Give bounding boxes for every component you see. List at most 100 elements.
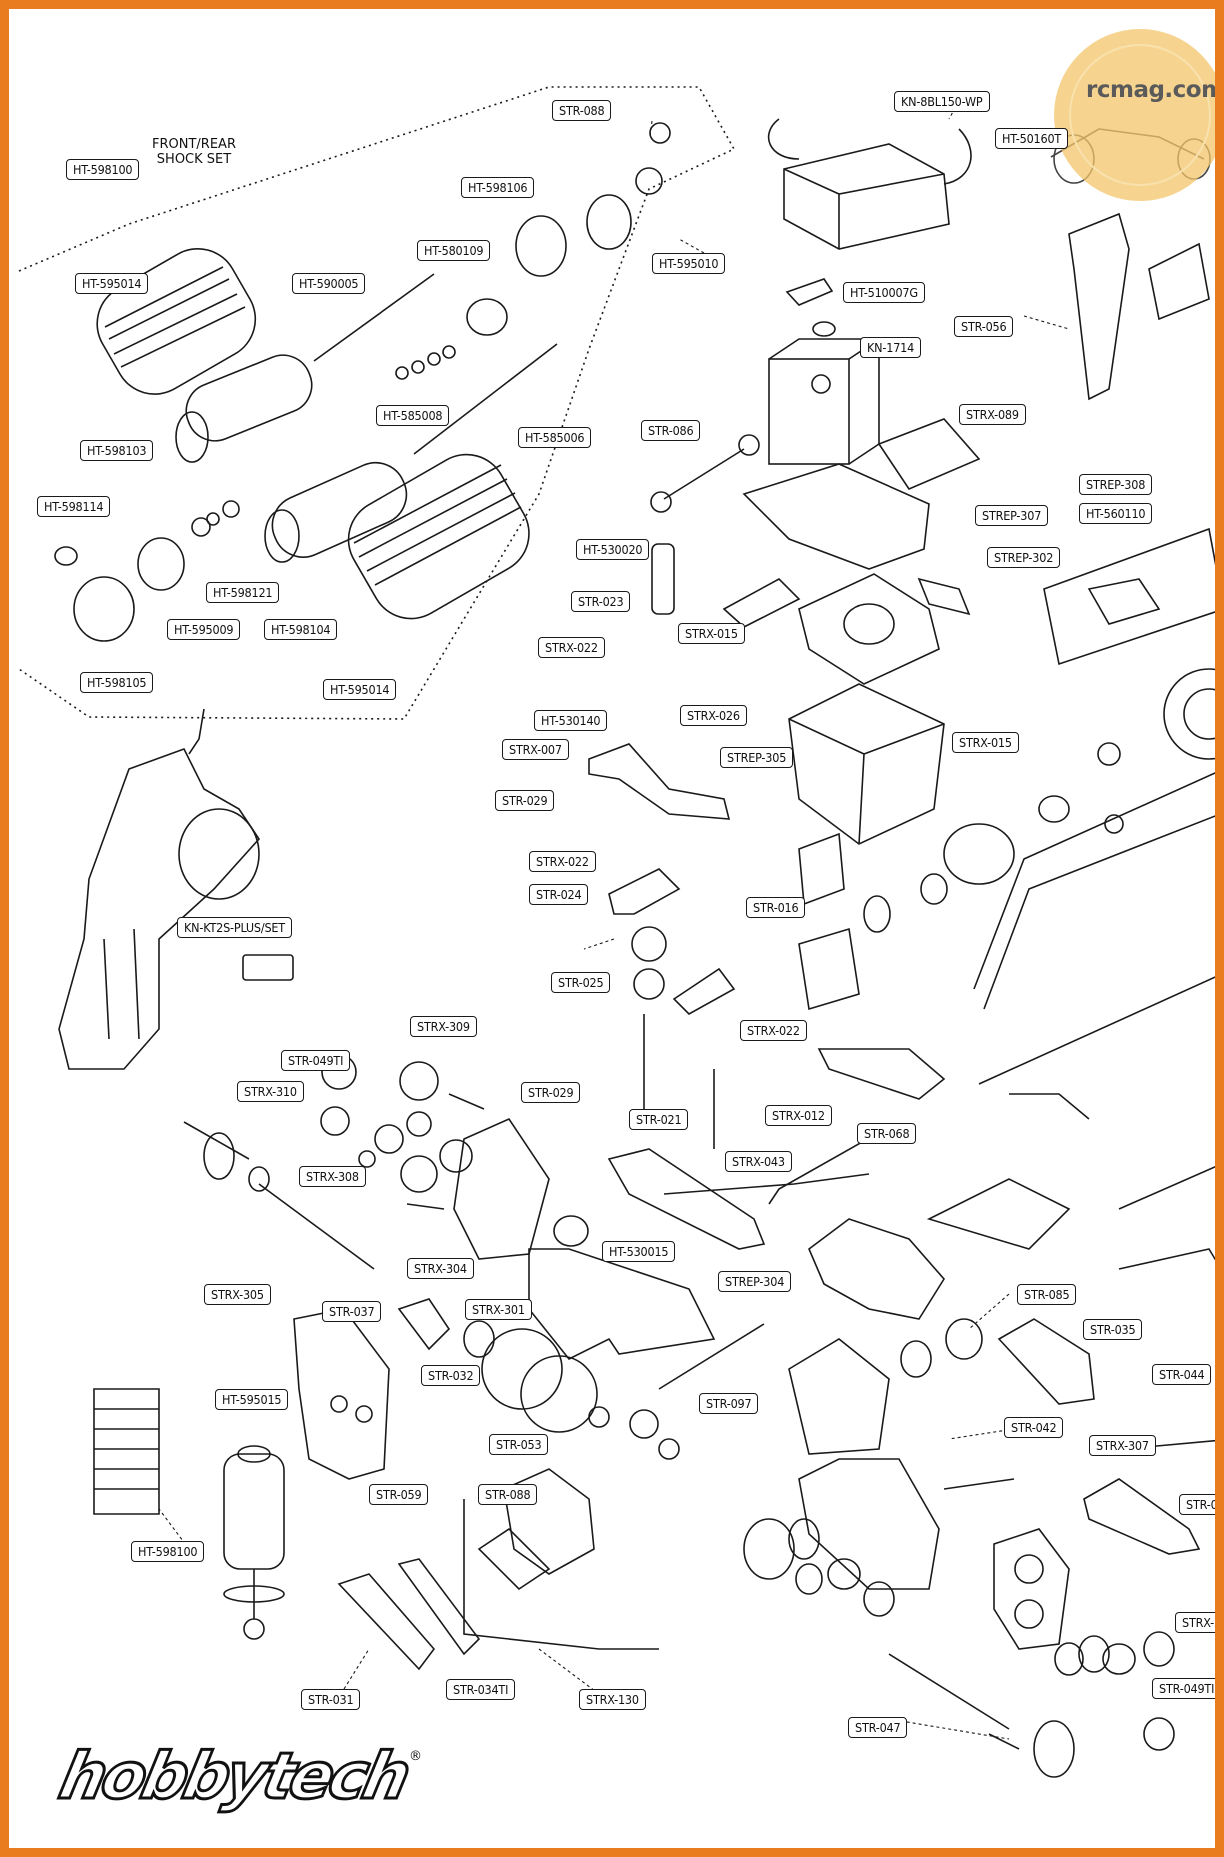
sway-bar: [463, 1499, 659, 1650]
part-label: HT-598121: [206, 582, 280, 603]
hub-pin: [406, 1203, 445, 1210]
hinge-pin: [768, 1123, 895, 1205]
part-label: HT-595014: [323, 679, 397, 700]
spur-gear-hub: [1183, 688, 1215, 740]
part-label: STR-049TI: [281, 1050, 351, 1071]
sway-bar-mount: [477, 1527, 551, 1591]
part-label: STRX-309: [410, 1016, 477, 1037]
servo-horn: [785, 278, 834, 306]
part-label: STR-056: [954, 316, 1014, 337]
hinge-pin: [943, 1478, 1015, 1490]
part-label: HT-585006: [518, 427, 592, 448]
bearing: [795, 1563, 823, 1595]
part-label: HT-595014: [75, 273, 149, 294]
hinge-pin: [658, 1323, 765, 1390]
bulkhead: [798, 832, 845, 906]
part-label: HT-598106: [461, 177, 535, 198]
plate: [877, 418, 981, 490]
c-hub-carrier: [293, 1308, 390, 1480]
part-label: STRX-015: [952, 732, 1019, 753]
rear-bulkhead: [788, 1338, 890, 1455]
spur-gear: [1163, 668, 1215, 760]
part-label: STR-049TI: [1152, 1678, 1215, 1699]
part-label: STREP-302: [987, 547, 1061, 568]
part-label: STRX-301: [465, 1299, 532, 1320]
bearing: [1143, 1717, 1175, 1751]
steering-ball: [650, 491, 672, 513]
esc-unit: [767, 118, 972, 250]
part-label: STRX-130: [579, 1689, 646, 1710]
part-label: KN-KT2S-PLUS/SET: [177, 917, 292, 938]
part-label: HT-598114: [37, 496, 111, 517]
part-label: STR-097: [699, 1393, 759, 1414]
part-label: STR-016: [746, 897, 806, 918]
rear-axle: [988, 1733, 1020, 1750]
part-label: STR-035: [1083, 1319, 1143, 1340]
part-label: STRX-308: [299, 1166, 366, 1187]
part-label: HT-530140: [534, 710, 608, 731]
rear-wing-mount: [337, 1573, 436, 1671]
ball-end: [649, 122, 671, 144]
part-label: STR-088: [552, 100, 612, 121]
rcmag-watermark: [1054, 29, 1215, 201]
part-label: HT-598100: [66, 159, 140, 180]
part-label: STRX-022: [538, 637, 605, 658]
part-label: HT-595010: [652, 253, 726, 274]
part-label: STREP-304: [718, 1271, 792, 1292]
part-label: HT-580109: [417, 240, 491, 261]
bearing: [1143, 1631, 1175, 1667]
part-label: STR-053: [489, 1434, 549, 1455]
part-label: STRX-022: [740, 1020, 807, 1041]
steering-post-top: [651, 543, 675, 615]
steering-arm: [672, 967, 736, 1015]
hinge-pin: [663, 1173, 870, 1195]
bearing: [439, 1139, 473, 1173]
part-label: STR-034TI: [446, 1679, 516, 1700]
shock-piston: [466, 298, 508, 336]
part-label: STRX-089: [959, 404, 1026, 425]
o-rings: [395, 345, 456, 380]
cvd-end: [248, 1166, 270, 1192]
part-label: STR-024: [529, 884, 589, 905]
part-label: STR-068: [857, 1123, 917, 1144]
servo-plate: [742, 463, 930, 570]
steering-ball: [738, 434, 760, 456]
part-label: STR-037: [322, 1301, 382, 1322]
part-label: HT-598103: [80, 440, 154, 461]
part-label: STR-085: [1017, 1284, 1077, 1305]
shock-spring: [96, 247, 257, 395]
part-label: STRX-310: [237, 1081, 304, 1102]
bevel-gear: [1097, 742, 1121, 766]
seal: [54, 546, 78, 566]
part-label: HT-530020: [576, 539, 650, 560]
steering-bushing: [633, 968, 665, 1000]
rear-hub: [993, 1528, 1070, 1650]
part-label: STR-047: [848, 1717, 908, 1738]
hex-hub: [1102, 1643, 1136, 1675]
shock-set-outline: [18, 86, 736, 720]
part-label: STR-0: [1179, 1494, 1215, 1515]
bushing: [553, 1215, 589, 1247]
shock-bottom-cap: [73, 576, 135, 642]
part-label: STREP-305: [720, 747, 794, 768]
drive-cup: [945, 1318, 983, 1360]
diff-bearing: [588, 1406, 610, 1428]
part-label: STRX-015: [678, 623, 745, 644]
part-label: STR-029: [495, 790, 555, 811]
part-label: KN-1714: [860, 337, 922, 358]
part-label: HT-598104: [264, 619, 338, 640]
part-label: HT-585008: [376, 405, 450, 426]
bearing: [320, 1106, 350, 1136]
shock-set-title: FRONT/REAR SHOCK SET: [152, 137, 236, 167]
part-label: STRX-043: [725, 1151, 792, 1172]
receiver: [242, 954, 294, 981]
bearing: [358, 1150, 376, 1168]
bevel-gear: [1104, 814, 1124, 834]
bearing: [827, 1558, 861, 1590]
rod-end: [635, 167, 663, 195]
bearing: [399, 1061, 439, 1101]
shock-body: [264, 461, 408, 563]
spacer: [206, 512, 220, 526]
shock-bottom-ring: [137, 537, 185, 591]
